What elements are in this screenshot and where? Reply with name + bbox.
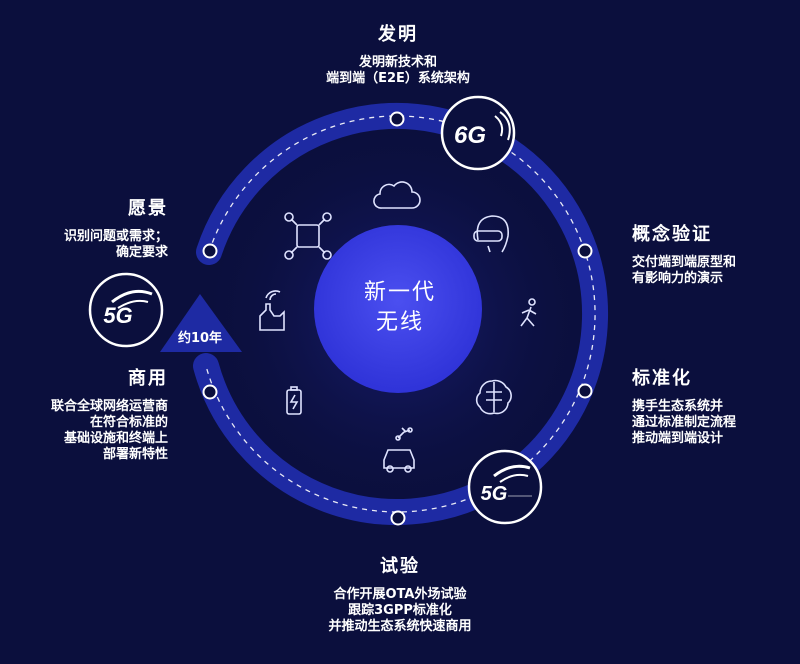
stage-invent-title: 发明 xyxy=(378,24,418,45)
stage-commercial-line-1: 联合全球网络运营商 xyxy=(50,398,168,414)
cycle-arrow xyxy=(160,294,242,352)
stage-commercial-title: 商用 xyxy=(128,368,168,389)
drone-car-icon xyxy=(383,427,415,473)
vr-headset-icon xyxy=(473,215,509,253)
6g-badge-label: 6G xyxy=(454,122,486,149)
stage-vision-title: 愿景 xyxy=(128,198,168,219)
stage-trial-line-3: 并推动生态系统快速商用 xyxy=(328,619,472,634)
node-poc xyxy=(577,243,593,259)
node-trial xyxy=(390,510,406,526)
5g-advanced-badge: 5G xyxy=(467,449,543,525)
cycle-dashed-line xyxy=(205,115,596,513)
node-commercial xyxy=(202,384,218,400)
stage-commercial: 商用 联合全球网络运营商 在符合标准的 基础设施和终端上 部署新特性 xyxy=(8,368,168,464)
stage-commercial-line-2: 在符合标准的 xyxy=(89,414,168,430)
5g-badge: 5G xyxy=(88,272,164,348)
stage-poc: 概念验证 交付端到端原型和 有影响力的演示 xyxy=(632,224,792,287)
stage-poc-title: 概念验证 xyxy=(632,224,712,245)
stage-invent-line-1: 发明新技术和 xyxy=(358,54,437,70)
stage-nodes xyxy=(202,111,593,526)
center-line-2: 无线 xyxy=(375,310,424,335)
walking-person-icon xyxy=(520,298,537,327)
stage-poc-line-2: 有影响力的演示 xyxy=(632,270,724,286)
stage-vision-line-2: 确定要求 xyxy=(115,244,168,260)
6g-signal-icon xyxy=(494,115,504,137)
drone-icon xyxy=(284,212,332,260)
5g-left-badge-label: 5G xyxy=(103,303,132,328)
stage-standard-line-3: 推动端到端设计 xyxy=(632,431,724,446)
stage-invent-line-2: 端到端（E2E）系统架构 xyxy=(326,70,470,86)
stage-trial-line-1: 合作开展OTA外场试验 xyxy=(333,586,467,602)
battery-icon xyxy=(286,386,302,415)
brain-icon xyxy=(475,379,512,415)
stage-standard-line-2: 通过标准制定流程 xyxy=(632,414,737,430)
6g-badge: 6G xyxy=(440,95,516,171)
node-standard xyxy=(577,383,593,399)
stage-commercial-line-4: 部署新特性 xyxy=(102,447,168,463)
center-label: 新一代 无线 xyxy=(315,258,485,358)
5g-swoosh-icon xyxy=(493,464,531,478)
center-line-1: 新一代 xyxy=(363,280,436,306)
stage-commercial-line-3: 基础设施和终端上 xyxy=(63,431,168,446)
factory-icon xyxy=(259,290,285,331)
stage-trial-title: 试验 xyxy=(380,556,420,577)
stage-trial-line-2: 跟踪3GPP标准化 xyxy=(348,602,452,618)
cloud-icon xyxy=(373,181,421,209)
5g-left-swoosh-icon xyxy=(111,289,153,304)
arrow-label: 约10年 xyxy=(177,331,223,346)
stage-poc-line-1: 交付端到端原型和 xyxy=(632,254,737,270)
core-circle xyxy=(314,225,482,393)
5g-advanced-badge-label: 5G xyxy=(481,483,508,505)
stage-invent: 发明 发明新技术和 端到端（E2E）系统架构 xyxy=(280,24,516,87)
stage-standard-title: 标准化 xyxy=(632,368,692,389)
stage-vision: 愿景 识别问题或需求； 确定要求 xyxy=(8,198,168,261)
node-vision xyxy=(202,243,218,259)
node-invent xyxy=(389,111,405,127)
stage-standard-line-1: 携手生态系统并 xyxy=(632,398,724,414)
stage-vision-line-1: 识别问题或需求； xyxy=(63,228,168,244)
stage-trial: 试验 合作开展OTA外场试验 跟踪3GPP标准化 并推动生态系统快速商用 xyxy=(280,556,520,635)
stage-standard: 标准化 携手生态系统并 通过标准制定流程 推动端到端设计 xyxy=(632,368,792,447)
